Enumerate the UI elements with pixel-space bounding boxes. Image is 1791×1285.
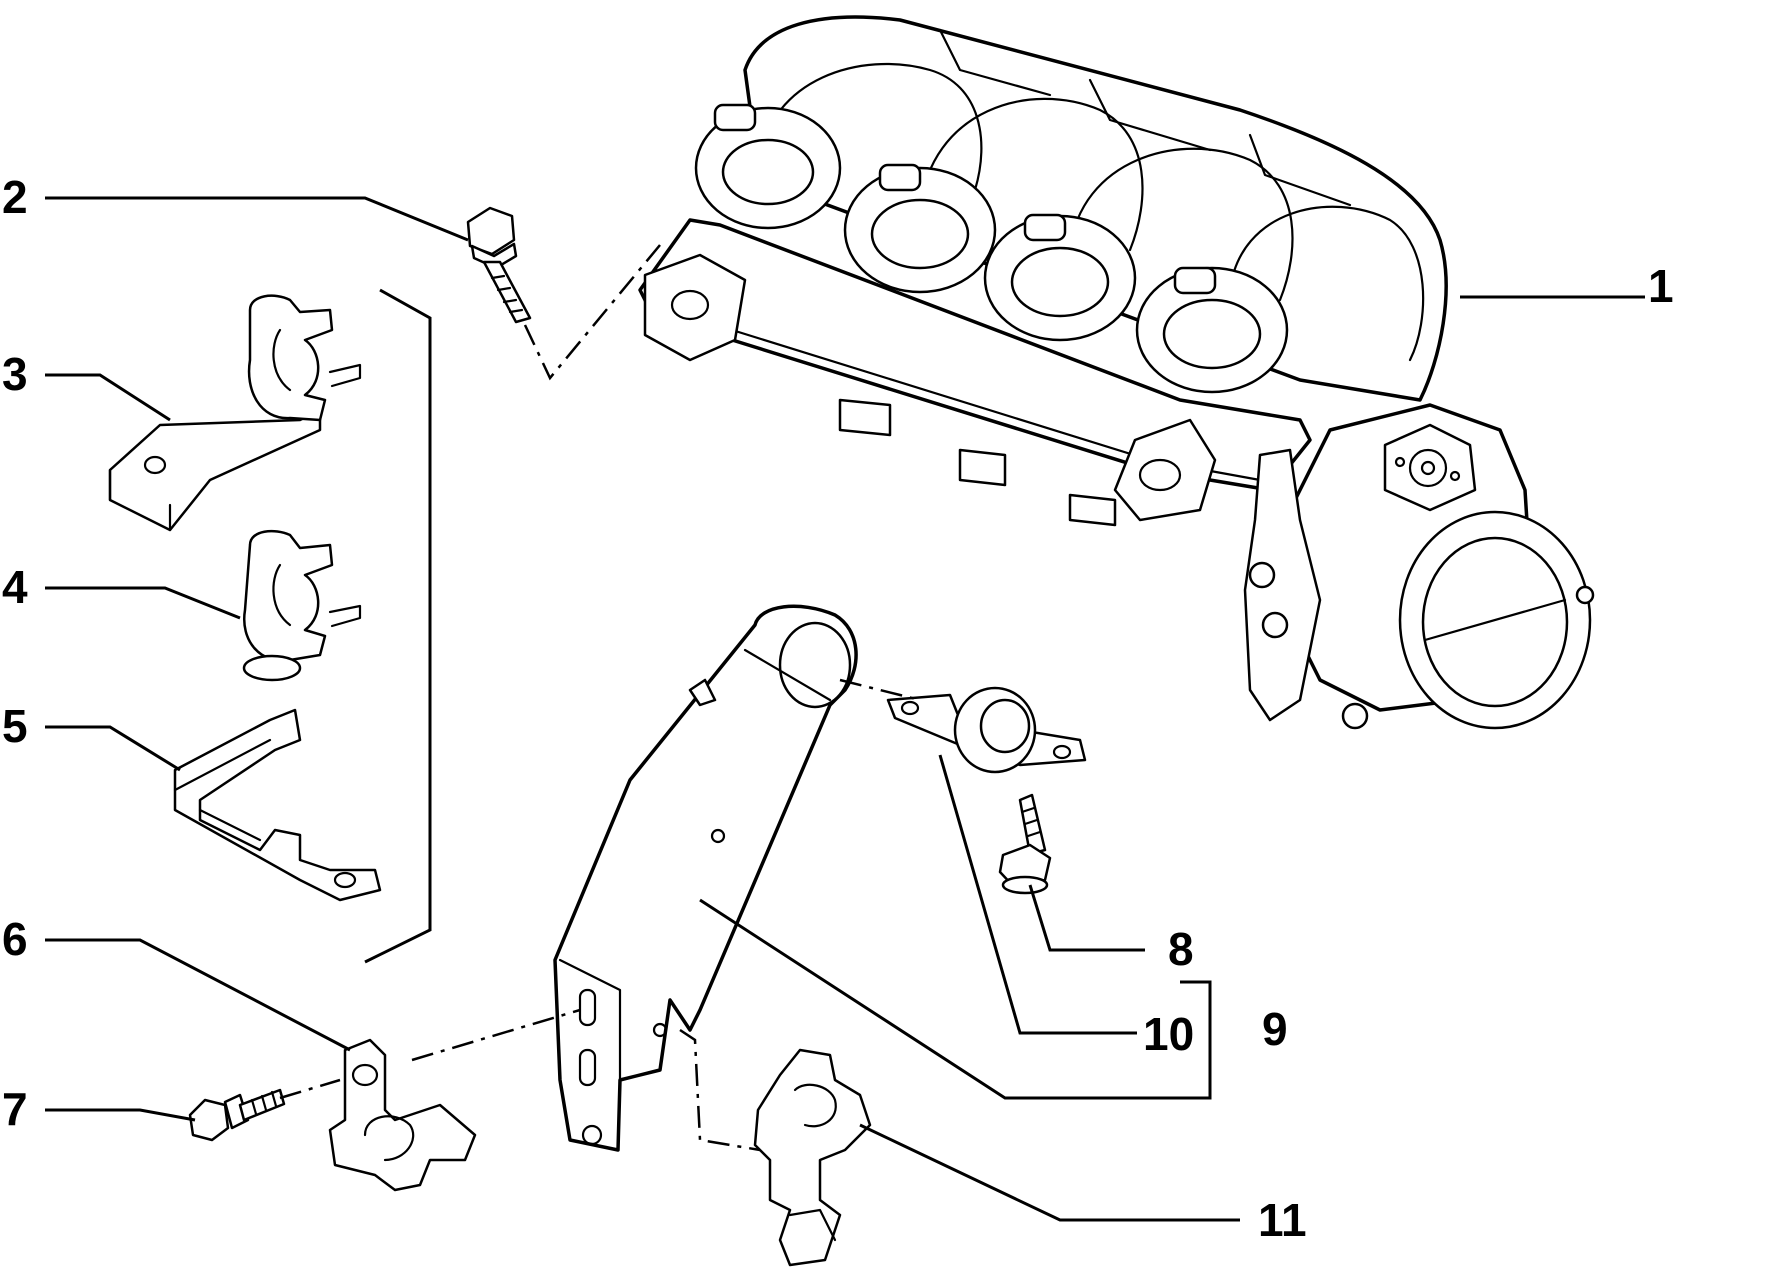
callout-5: 5 <box>2 700 28 752</box>
intake-manifold <box>638 15 1595 730</box>
port-ring-3 <box>983 213 1137 342</box>
assembly-line-clamp-6-to-arm <box>411 1008 581 1062</box>
callout-8: 8 <box>1168 923 1194 975</box>
port-ring-4 <box>1135 266 1289 394</box>
port-ring-2 <box>843 163 997 294</box>
callout-10: 10 <box>1143 1008 1194 1060</box>
callout-1: 1 <box>1648 260 1674 312</box>
clip-4 <box>242 529 362 682</box>
callout-7: 7 <box>2 1083 28 1135</box>
group-brace-3-5 <box>364 288 432 964</box>
leader-lines <box>45 196 1645 1222</box>
clip-11 <box>753 1048 872 1267</box>
bolt-2 <box>466 206 532 324</box>
throttle-body <box>1243 403 1595 730</box>
port-ring-1 <box>694 103 842 230</box>
assembly-line-bolt-7 <box>279 1078 341 1100</box>
bolt-8 <box>998 793 1052 895</box>
silent-block-10 <box>886 686 1087 774</box>
callout-2: 2 <box>2 171 28 223</box>
clip-bracket-5 <box>173 708 382 902</box>
callout-4: 4 <box>2 561 28 613</box>
bolt-7 <box>188 1088 286 1142</box>
assembly-line-bolt-2 <box>523 244 661 381</box>
bracket-3 <box>108 294 362 532</box>
callout-11: 11 <box>1258 1194 1307 1246</box>
stay-arm-9 <box>553 604 858 1152</box>
assembly-line-arm-to-clip-11 <box>679 1028 761 1152</box>
callout-6: 6 <box>2 913 28 965</box>
callout-3: 3 <box>2 348 28 400</box>
callout-9: 9 <box>1262 1003 1288 1055</box>
clamp-bracket-6 <box>328 1038 477 1192</box>
assembly-line-arm-to-block <box>839 678 921 702</box>
